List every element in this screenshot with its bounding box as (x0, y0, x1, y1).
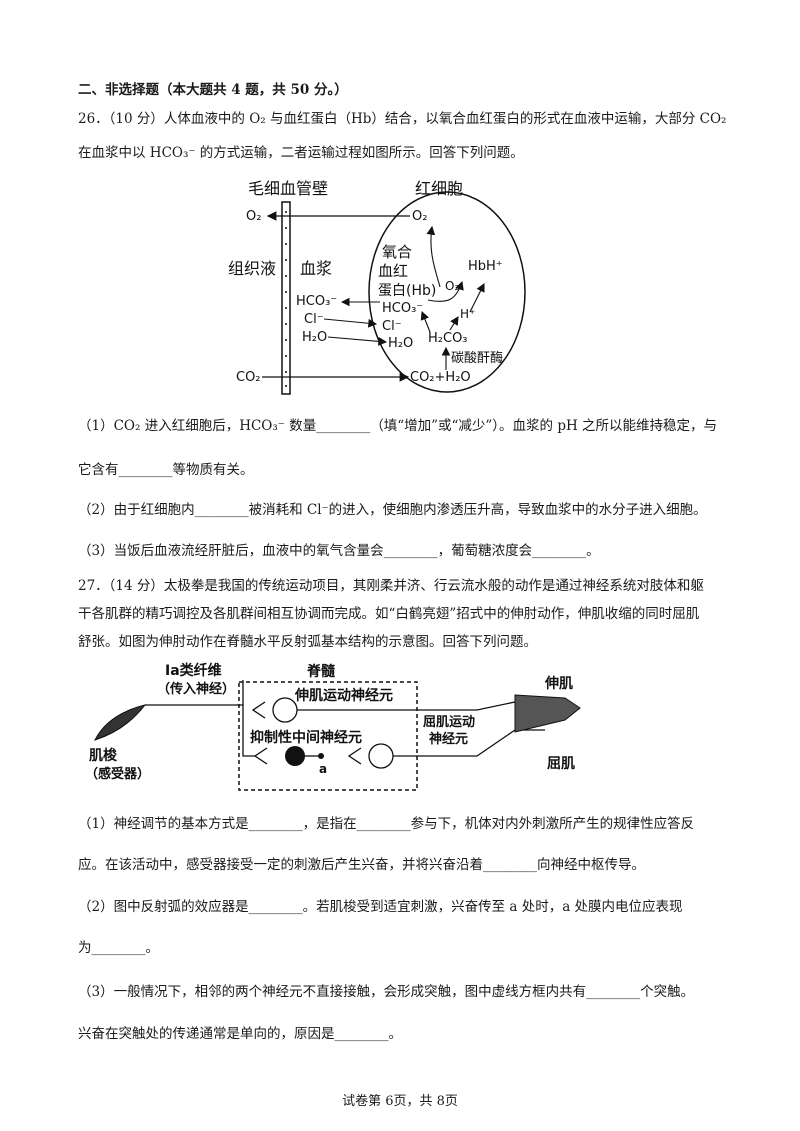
q26-figure: 毛细血管壁 红细胞 O₂ O₂ 组织液 血浆 氧合 血红 蛋白(Hb) HbH⁺… (228, 179, 526, 395)
q27-sub2-line2: 为________。 (78, 940, 159, 956)
capillary-wall-bar (281, 201, 291, 395)
hb-binding-arrow (427, 280, 464, 302)
red-cell-outline (368, 191, 526, 393)
o2-mid-label: O₂ (445, 279, 459, 293)
o2-left-label: O₂ (246, 209, 261, 224)
muscle-spindle-shape (94, 704, 147, 741)
oxy-hb-line1: 氧合 (382, 243, 412, 261)
flexor-label: 屈肌 (547, 756, 575, 772)
q27-intro-line2: 干各肌群的精巧调控及各肌群间相互协调而完成。如“白鹤亮翅”招式中的伸肘动作，伸肌… (78, 606, 700, 622)
q27-sub1-line1: （1）神经调节的基本方式是________，是指在________参与下，机体对… (78, 816, 695, 832)
o2-cell-label: O₂ (412, 209, 427, 224)
spinal-cord-label: 脊髓 (306, 663, 336, 680)
extensor-motor-label: 伸肌运动神经元 (294, 687, 393, 704)
q27-sub2-line1: （2）图中反射弧的效应器是________。若肌梭受到适宜刺激，兴奋传至 a 处… (78, 899, 683, 915)
hco3-plasma-label: HCO₃⁻ (296, 294, 337, 309)
spindle-label-2: （感受器） (85, 766, 150, 782)
cl-plasma-label: Cl⁻ (304, 312, 324, 327)
point-a-label: a (319, 762, 327, 776)
label-tissue-fluid: 组织液 (228, 259, 276, 278)
h2o-plasma-label: H₂O (302, 330, 327, 345)
h2co3-to-hco3-arrow (420, 310, 431, 333)
point-a-dot (318, 753, 324, 759)
q26-sub2: （2）由于红细胞内________被消耗和 Cl⁻的进入，使细胞内渗透压升高，导… (78, 502, 707, 518)
h-to-hbh-arrow (469, 283, 485, 313)
synapse-extensor (251, 701, 266, 719)
afferent-fiber (145, 704, 255, 757)
h2co3-label: H₂CO₃ (428, 331, 468, 346)
section-heading: 二、非选择题（本大题共 4 题，共 50 分。） (78, 82, 348, 98)
muscle-shape (514, 694, 581, 733)
inhibitory-neuron (285, 746, 305, 766)
q26-sub1-line1: （1）CO₂ 进入红细胞后，HCO₃⁻ 数量________（填“增加”或“减少… (78, 418, 718, 434)
enzyme-label: 碳酸酐酶 (451, 350, 503, 366)
label-capillary-wall: 毛细血管壁 (248, 179, 328, 198)
extensor-motor-neuron (272, 697, 298, 723)
q27-intro-line3: 舒张。如图为伸肘动作在脊髓水平反射弧基本结构的示意图。回答下列问题。 (78, 634, 537, 650)
capillary-wall-dots (285, 211, 287, 387)
fiber-label-1: Ⅰa类纤维 (165, 662, 222, 679)
q26-sub3: （3）当饭后血液流经肝脏后，血液中的氧气含量会________，葡萄糖浓度会__… (78, 543, 600, 559)
flexor-motor-label-1: 屈肌运动 (423, 715, 475, 730)
q27-figure: Ⅰa类纤维 （传入神经） 脊髓 伸肌运动神经元 抑制性中间神经元 a 屈肌运动 … (85, 662, 581, 791)
cl-cell-label: Cl⁻ (382, 319, 402, 334)
q26-sub1-line2: 它含有________等物质有关。 (78, 462, 254, 478)
oxy-hb-line2: 血红 (378, 262, 408, 280)
flexor-motor-neuron (368, 743, 394, 769)
extensor-label: 伸肌 (544, 675, 573, 692)
h-plus-label: H⁺ (460, 307, 475, 321)
synapse-flexor (347, 747, 362, 765)
page-footer: 试卷第 6页，共 8页 (342, 1094, 458, 1109)
q27-sub3-line1: （3）一般情况下，相邻的两个神经元不直接接触，会形成突触，图中虚线方框内共有__… (78, 984, 695, 1000)
co2-h2o-label: CO₂+H₂O (410, 370, 471, 385)
q27-sub3-line2: 兴奋在突触处的传递通常是单向的，原因是________。 (78, 1026, 402, 1042)
q27-intro-line1: 27．（14 分）太极拳是我国的传统运动项目，其刚柔并济、行云流水般的动作是通过… (78, 578, 704, 594)
q26-intro-line2: 在血浆中以 HCO₃⁻ 的方式运输，二者运输过程如图所示。回答下列问题。 (78, 145, 524, 161)
q26-intro-line1: 26．（10 分）人体血液中的 O₂ 与血红蛋白（Hb）结合，以氧合血红蛋白的形… (78, 111, 727, 127)
h2o-cell-label: H₂O (388, 336, 413, 351)
h2co3-to-h-arrow (449, 316, 459, 331)
flexor-efferent-fiber (393, 729, 545, 757)
spinal-cord-box (238, 681, 418, 791)
label-red-cell: 红细胞 (415, 179, 463, 198)
flexor-motor-label-2: 神经元 (429, 731, 468, 747)
hco3-cell-label: HCO₃⁻ (382, 301, 423, 316)
h2o-in-arrow (327, 336, 388, 346)
label-plasma: 血浆 (300, 259, 332, 278)
o2-release-arrow (426, 225, 441, 288)
inhibitory-label: 抑制性中间神经元 (250, 729, 362, 746)
spindle-label-1: 肌梭 (89, 747, 118, 764)
co2-left-label: CO₂ (236, 370, 261, 385)
hbh-label: HbH⁺ (468, 259, 503, 274)
q27-sub1-line2: 应。在该活动中，感受器接受一定的刺激后产生兴奋，并将兴奋沿着________向神… (78, 857, 645, 873)
synapse-inhibitory (253, 747, 268, 765)
cl-in-arrow (323, 318, 378, 328)
fiber-label-2: （传入神经） (157, 681, 235, 697)
oxy-hb-line3: 蛋白(Hb) (378, 283, 436, 299)
